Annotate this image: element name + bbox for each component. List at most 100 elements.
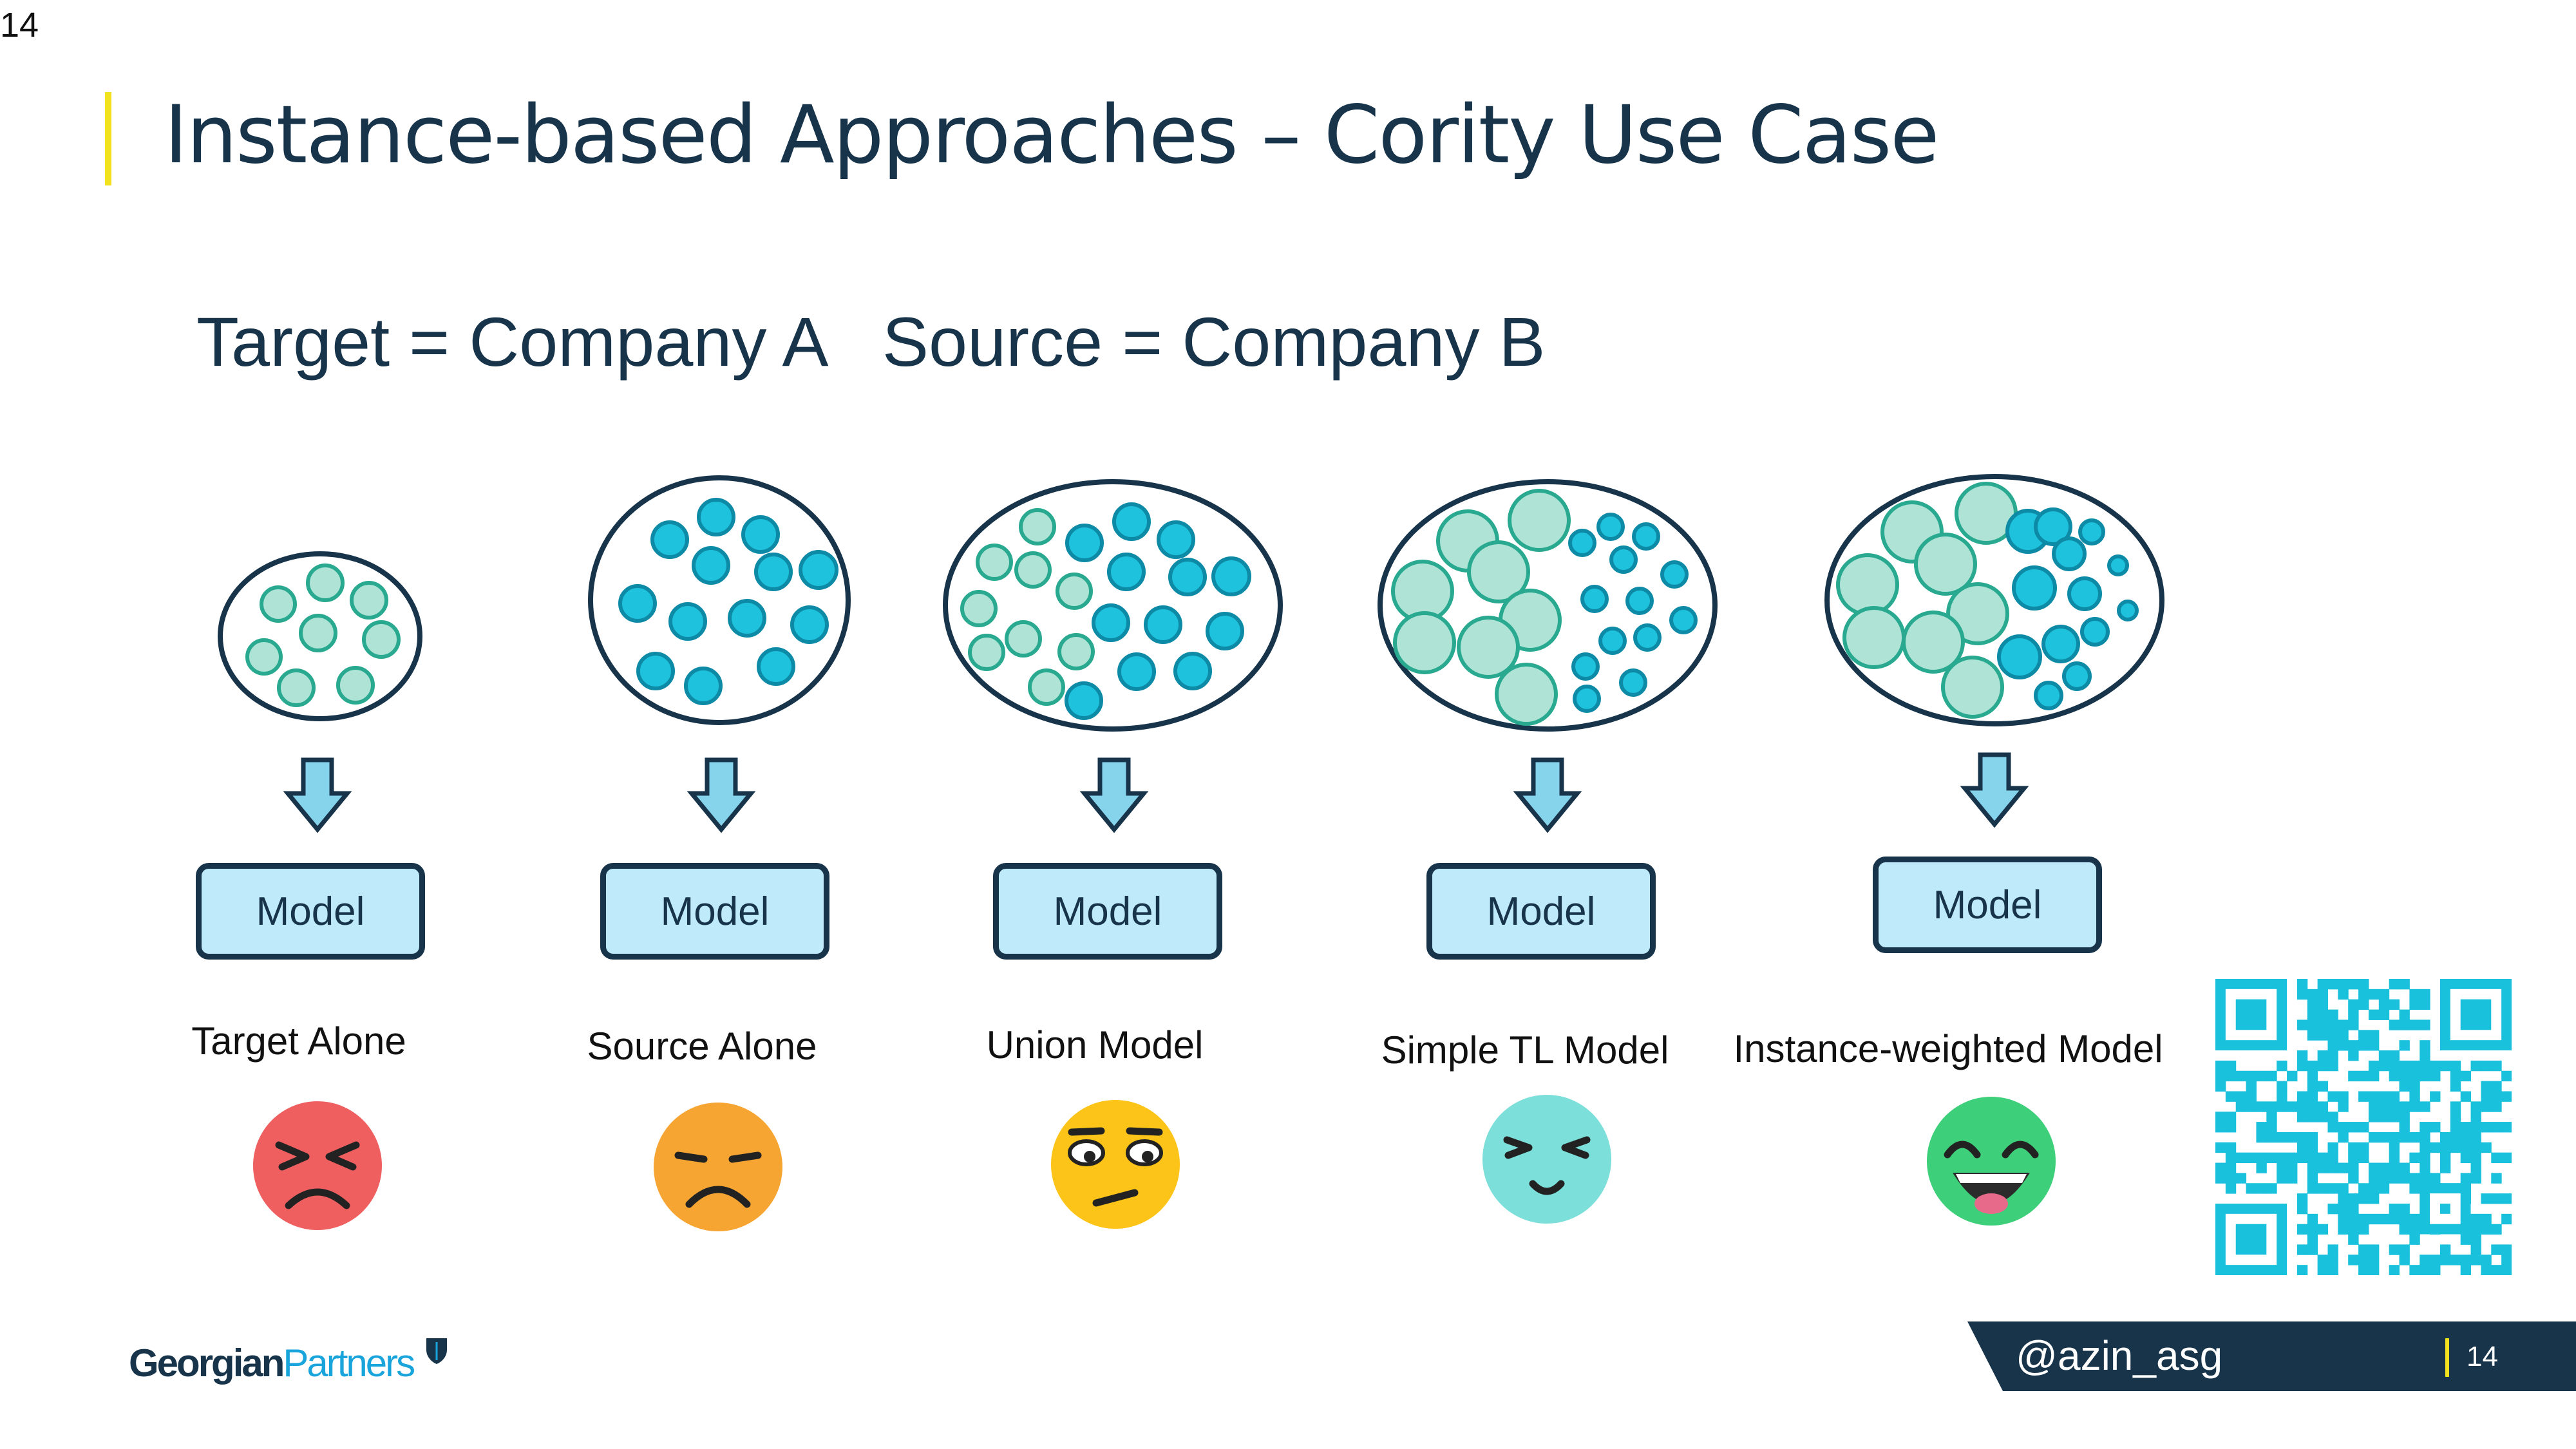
target-instance-dot (1005, 620, 1042, 658)
target-instance-dot (1393, 611, 1456, 674)
source-instance-dot (1144, 605, 1182, 644)
down-arrow-icon (687, 757, 756, 833)
target-instance-dot (306, 564, 345, 602)
target-instance-dot (245, 638, 283, 676)
subtitle-source: Source = Company B (882, 303, 1546, 381)
source-instance-dot (1660, 560, 1689, 589)
source-instance-dot (2012, 565, 2057, 611)
twitter-handle: @azin_asg (2016, 1332, 2223, 1379)
target-instance-dot (1056, 573, 1093, 610)
title-accent-bar (105, 92, 111, 185)
angry-face-icon (253, 1101, 382, 1230)
down-arrow-icon (283, 757, 352, 833)
logo-text-georgian: Georgian (129, 1341, 285, 1385)
target-instance-dot (1842, 606, 1906, 669)
target-instance-dot (362, 620, 401, 659)
down-arrow-icon (1960, 752, 2029, 828)
source-instance-dot (799, 550, 838, 590)
source-instance-dot (1107, 553, 1146, 591)
source-instance-dot (754, 553, 793, 591)
source-instance-dot (1609, 545, 1638, 574)
source-instance-dot (2052, 536, 2087, 571)
target-instance-dot (1467, 540, 1530, 603)
page-number: 14 (2467, 1341, 2498, 1372)
source-instance-dot (1568, 529, 1596, 557)
target-instance-dot (1902, 611, 1965, 674)
target-instance-dot (1457, 616, 1520, 679)
target-instance-dot (350, 581, 388, 620)
footer-band (1967, 1321, 2576, 1391)
source-instance-dot (1619, 668, 1647, 697)
down-arrow-icon (1513, 757, 1582, 833)
subtitle-target: Target = Company A (196, 303, 829, 381)
source-instance-dot (757, 647, 795, 686)
source-instance-dot (1173, 652, 1212, 690)
georgian-partners-logo: GeorgianPartners (129, 1341, 415, 1385)
target-instance-dot (336, 666, 375, 705)
target-instance-dot (1946, 582, 2009, 645)
target-instance-dot (1057, 633, 1095, 670)
model-box-simple-tl: Model (1426, 863, 1656, 960)
source-instance-dot (1206, 612, 1244, 650)
caption-simple-tl-model: Simple TL Model (1381, 1028, 1669, 1072)
source-instance-dot (1168, 558, 1207, 596)
source-instance-dot (1571, 652, 1600, 681)
source-instance-dot (1065, 524, 1104, 562)
source-instance-dot (2117, 600, 2139, 621)
source-instance-dot (2034, 681, 2063, 710)
source-instance-dot (2080, 617, 2110, 647)
source-instance-dot (684, 667, 723, 705)
page-number-separator (2445, 1338, 2449, 1377)
target-instance-dot (277, 668, 316, 707)
source-instance-dot (741, 515, 780, 554)
target-instance-dot (299, 614, 337, 652)
source-instance-dot (650, 520, 689, 559)
caption-instance-weighted-model: Instance-weighted Model (1733, 1027, 2163, 1070)
target-instance-dot (1019, 508, 1056, 545)
target-instance-dot (976, 544, 1013, 581)
slide-corner-number: 14 (0, 6, 39, 44)
source-instance-dot (668, 602, 707, 641)
source-instance-dot (1625, 587, 1654, 615)
logo-shield-icon (426, 1338, 447, 1364)
skeptical-face-icon (1051, 1100, 1180, 1229)
sad-face-icon (654, 1103, 782, 1231)
model-label: Model (1053, 889, 1162, 934)
target-instance-dot (968, 634, 1005, 671)
qr-code-icon (2215, 979, 2512, 1275)
source-instance-dot (2062, 661, 2092, 691)
laughing-face-icon (1927, 1097, 2056, 1226)
source-instance-dot (1211, 556, 1251, 596)
model-label: Model (1933, 882, 2042, 927)
source-instance-dot (697, 498, 735, 536)
down-arrow-icon (1079, 757, 1149, 833)
source-instance-dot (728, 599, 766, 638)
source-instance-dot (1573, 685, 1601, 713)
model-box-union: Model (993, 863, 1222, 960)
model-box-instance-weighted: Model (1873, 857, 2102, 953)
source-instance-dot (618, 584, 657, 623)
source-instance-dot (1633, 623, 1662, 652)
source-instance-dot (790, 605, 829, 644)
source-instance-dot (1157, 520, 1195, 559)
source-instance-dot (1112, 502, 1151, 541)
model-box-source-alone: Model (600, 863, 829, 960)
target-instance-dot (1836, 553, 1899, 616)
source-instance-dot (2078, 518, 2105, 545)
target-instance-dot (960, 590, 998, 627)
target-instance-dot (1028, 668, 1065, 706)
source-instance-dot (692, 546, 730, 585)
model-label: Model (256, 889, 365, 934)
caption-target-alone: Target Alone (191, 1019, 406, 1063)
model-box-target-alone: Model (196, 863, 425, 960)
source-instance-dot (1997, 634, 2042, 679)
caption-source-alone: Source Alone (587, 1025, 817, 1068)
source-instance-dot (1580, 585, 1609, 613)
source-instance-dot (636, 652, 675, 690)
source-instance-dot (2034, 507, 2072, 546)
source-instance-dot (1117, 652, 1156, 691)
target-instance-dot (1941, 656, 2004, 719)
model-label: Model (1486, 889, 1596, 934)
model-label: Model (660, 889, 770, 934)
